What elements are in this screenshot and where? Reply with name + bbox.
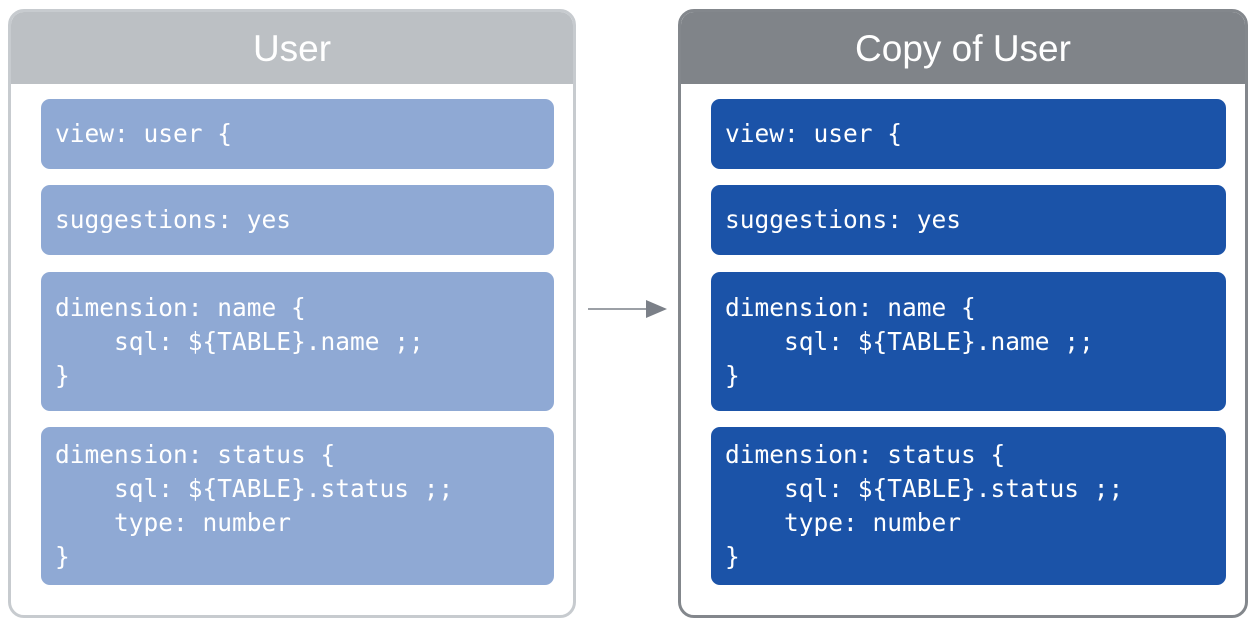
spacer xyxy=(41,411,554,427)
spacer xyxy=(711,411,1226,427)
panel-copy-body: view: user { suggestions: yes dimension:… xyxy=(681,84,1245,615)
source-block-dimension-name: dimension: name { sql: ${TABLE}.name ;; … xyxy=(41,272,554,411)
source-block-view-declaration: view: user { xyxy=(41,99,554,169)
panel-copy-title: Copy of User xyxy=(855,27,1071,69)
copy-block-view-declaration: view: user { xyxy=(711,99,1226,169)
source-block-suggestions-parameter: suggestions: yes xyxy=(41,185,554,255)
panel-source-user: User view: user { suggestions: yes dimen… xyxy=(8,9,576,618)
panel-source-header: User xyxy=(11,12,573,84)
arrow-right-icon xyxy=(588,300,667,318)
copy-block-suggestions-parameter: suggestions: yes xyxy=(711,185,1226,255)
copy-block-dimension-status: dimension: status { sql: ${TABLE}.status… xyxy=(711,427,1226,585)
source-block-dimension-status: dimension: status { sql: ${TABLE}.status… xyxy=(41,427,554,585)
panel-copy-of-user: Copy of User view: user { suggestions: y… xyxy=(678,9,1248,618)
spacer xyxy=(41,169,554,185)
spacer xyxy=(41,255,554,272)
panel-copy-header: Copy of User xyxy=(681,12,1245,84)
panel-source-title: User xyxy=(252,27,332,69)
copy-block-dimension-name: dimension: name { sql: ${TABLE}.name ;; … xyxy=(711,272,1226,411)
spacer xyxy=(711,255,1226,272)
spacer xyxy=(711,169,1226,185)
panel-source-body: view: user { suggestions: yes dimension:… xyxy=(11,84,573,615)
